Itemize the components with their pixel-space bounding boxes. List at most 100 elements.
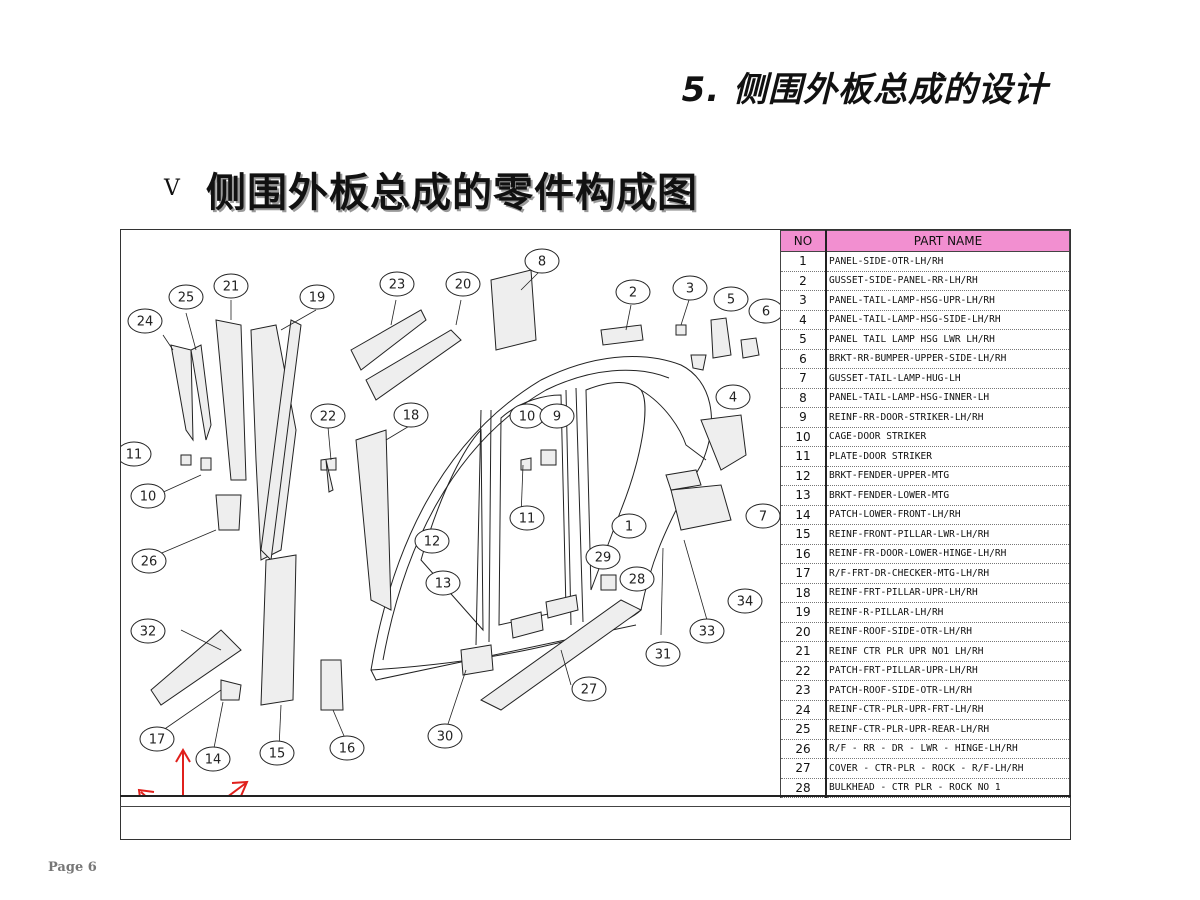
part-name-cell: PANEL-TAIL-LAMP-HSG-UPR-LH/RH [825,290,1070,311]
callout-bubble: 3 [672,275,708,301]
part-name-cell: BULKHEAD - CTR PLR - ROCK NO 1 [825,778,1070,798]
callout-bubble: 2 [615,279,651,305]
page-heading: 5. 侧围外板总成的设计 [681,70,1048,110]
part-name-cell: PATCH-ROOF-SIDE-OTR-LH/RH [825,680,1070,701]
callout-bubble: 25 [168,284,204,310]
part-name-cell: PATCH-LOWER-FRONT-LH/RH [825,505,1070,525]
part-number-cell: 13 [780,485,827,506]
callout-label: 2 [629,286,637,301]
part-number-cell: 28 [780,778,827,798]
drawing-frame [120,229,1071,840]
frame-divider-secondary [120,806,1071,807]
callout-label: 25 [178,291,195,306]
callout-bubble: 18 [393,402,429,428]
part-number-cell: 17 [780,563,827,584]
part-name-cell: COVER - CTR-PLR - ROCK - R/F-LH/RH [825,758,1070,779]
callout-label: 13 [435,577,452,592]
callout-bubble: 21 [213,273,249,299]
callout-label: 3 [686,282,694,297]
leader-lines [155,269,708,754]
part-name-cell: CAGE-DOOR STRIKER [825,427,1070,447]
part-name-cell: REINF-CTR-PLR-UPR-FRT-LH/RH [825,700,1070,720]
callout-bubble: 24 [127,308,163,334]
part-number-cell: 3 [780,290,827,311]
callout-label: 31 [655,648,672,663]
callout-bubble: 34 [727,588,763,614]
bullet-marker: V [164,176,180,201]
section-title: 侧围外板总成的零件构成图 [206,170,698,216]
callout-bubble: 7 [745,503,780,529]
callout-label: 32 [140,625,157,640]
part-name-cell: REINF-FR-DOOR-LOWER-HINGE-LH/RH [825,544,1070,564]
callout-label: 33 [699,625,716,640]
part-number-cell: 25 [780,719,827,740]
part-name-cell: REINF-R-PILLAR-LH/RH [825,602,1070,623]
part-name-cell: BRKT-FENDER-UPPER-MTG [825,466,1070,486]
callout-bubble: 11 [121,441,152,467]
part-number-cell: 8 [780,388,827,408]
callout-bubble: 5 [713,286,749,312]
callout-label: 29 [595,551,612,566]
part-number-cell: 11 [780,446,827,467]
callout-label: 11 [519,512,536,527]
callout-label: 12 [424,535,441,550]
callout-bubble: 31 [645,641,681,667]
part-number-cell: 20 [780,622,827,642]
part-name-cell: GUSSET-TAIL-LAMP-HUG-LH [825,368,1070,389]
part-number-cell: 21 [780,641,827,662]
callout-bubble: 16 [329,735,365,761]
callout-label: 16 [339,742,356,757]
part-number-cell: 23 [780,680,827,701]
callout-bubble: 8 [524,248,560,274]
callout-label: 10 [519,410,536,425]
callout-bubble: 28 [619,566,655,592]
part-name-cell: BRKT-FENDER-LOWER-MTG [825,485,1070,506]
callout-bubble: 4 [715,384,751,410]
direction-arrows [137,748,249,795]
callout-label: 10 [140,490,157,505]
part-name-cell: REINF-FRT-PILLAR-UPR-LH/RH [825,583,1070,603]
part-name-cell: R/F - RR - DR - LWR - HINGE-LH/RH [825,739,1070,759]
part-name-cell: PATCH-FRT-PILLAR-UPR-LH/RH [825,661,1070,681]
part-name-cell: REINF-FRONT-PILLAR-LWR-LH/RH [825,524,1070,545]
callout-label: 1 [625,520,633,535]
callout-label: 30 [437,730,454,745]
callout-label: 18 [403,409,420,424]
part-number-cell: 4 [780,310,827,330]
part-name-cell: BRKT-RR-BUMPER-UPPER-SIDE-LH/RH [825,349,1070,369]
part-number-cell: 2 [780,271,827,291]
part-number-cell: 14 [780,505,827,525]
callout-label: 26 [141,555,158,570]
callout-label: 20 [455,278,472,293]
callout-bubble: 32 [130,618,166,644]
callout-label: 11 [126,448,143,463]
part-number-cell: 18 [780,583,827,603]
detached-parts [150,269,760,711]
part-number-cell: 6 [780,349,827,369]
callout-bubble: 6 [748,298,780,324]
callout-label: 8 [538,255,546,270]
callout-label: 4 [729,391,737,406]
part-name-cell: GUSSET-SIDE-PANEL-RR-LH/RH [825,271,1070,291]
table-header-row: NO PART NAME [780,230,1070,252]
callout-bubble: 20 [445,271,481,297]
callout-label: 15 [269,747,286,762]
part-name-cell: REINF-ROOF-SIDE-OTR-LH/RH [825,622,1070,642]
